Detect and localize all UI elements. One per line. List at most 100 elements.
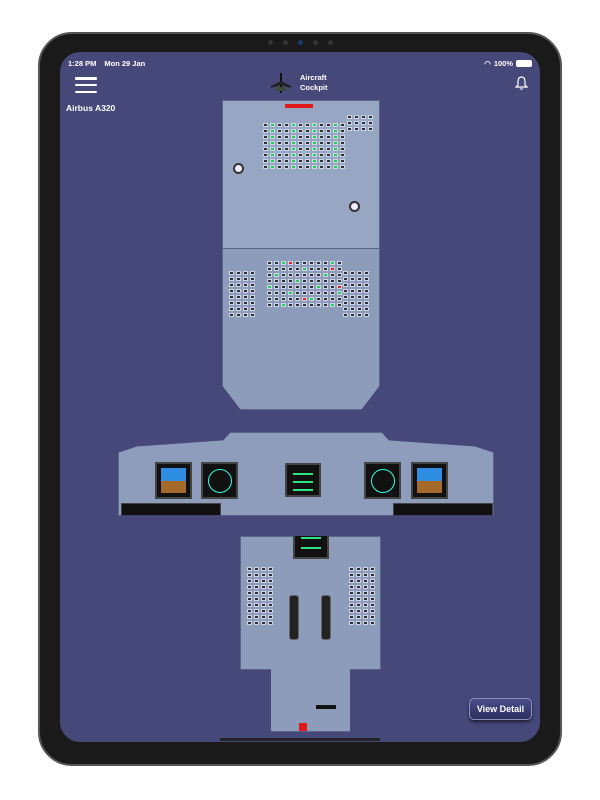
thrust-lever-2[interactable]	[321, 595, 331, 640]
hamburger-menu-button[interactable]	[75, 77, 97, 93]
panel-switch	[312, 153, 317, 157]
panel-switch	[363, 591, 368, 595]
panel-switch	[229, 289, 234, 293]
panel-switch	[370, 585, 375, 589]
panel-switch	[305, 141, 310, 145]
panel-switch	[295, 297, 300, 301]
panel-switch	[361, 121, 366, 125]
panel-switch	[333, 123, 338, 127]
captain-nd	[201, 462, 238, 499]
panel-switch	[323, 291, 328, 295]
panel-switch	[250, 271, 255, 275]
panel-switch	[368, 115, 373, 119]
panel-switch	[363, 573, 368, 577]
panel-switch	[298, 159, 303, 163]
panel-switch	[370, 567, 375, 571]
panel-switch	[356, 597, 361, 601]
panel-switch	[288, 273, 293, 277]
panel-switch	[284, 147, 289, 151]
panel-switch	[247, 615, 252, 619]
panel-switch	[364, 271, 369, 275]
panel-switch	[364, 295, 369, 299]
panel-switch	[263, 129, 268, 133]
panel-switch	[243, 307, 248, 311]
mcdu-right	[349, 567, 375, 625]
panel-switch	[349, 567, 354, 571]
panel-switch	[363, 597, 368, 601]
panel-switch	[263, 147, 268, 151]
panel-switch	[312, 135, 317, 139]
panel-switch	[347, 121, 352, 125]
panel-switch	[229, 277, 234, 281]
panel-switch	[319, 135, 324, 139]
panel-switch	[323, 303, 328, 307]
panel-switch	[319, 147, 324, 151]
panel-switch	[354, 127, 359, 131]
panel-switch	[270, 135, 275, 139]
parking-brake[interactable]	[316, 705, 336, 709]
panel-switch	[243, 313, 248, 317]
panel-switch	[361, 127, 366, 131]
panel-switch	[340, 165, 345, 169]
panel-switch	[347, 127, 352, 131]
panel-switch	[284, 123, 289, 127]
panel-switch	[326, 135, 331, 139]
status-time: 1:28 PM	[68, 58, 97, 68]
panel-switch	[312, 141, 317, 145]
view-detail-button[interactable]: View Detail	[469, 698, 532, 720]
panel-switch	[309, 285, 314, 289]
panel-switch	[316, 267, 321, 271]
panel-switch	[243, 295, 248, 299]
panel-switch	[356, 573, 361, 577]
mcdu-left	[247, 567, 273, 625]
panel-switch	[364, 313, 369, 317]
panel-switch	[316, 285, 321, 289]
thrust-lever-1[interactable]	[289, 595, 299, 640]
panel-switch	[302, 303, 307, 307]
panel-switch	[229, 295, 234, 299]
panel-switch	[354, 121, 359, 125]
panel-switch	[333, 159, 338, 163]
panel-switch	[274, 261, 279, 265]
panel-switch	[357, 313, 362, 317]
panel-switch	[350, 295, 355, 299]
panel-switch	[267, 261, 272, 265]
red-switch[interactable]	[299, 723, 307, 731]
aircraft-model-label: Airbus A320	[66, 103, 116, 113]
panel-switch	[302, 291, 307, 295]
panel-switch	[350, 277, 355, 281]
panel-switch	[343, 307, 348, 311]
panel-switch	[250, 295, 255, 299]
panel-switch	[254, 615, 259, 619]
panel-switch	[370, 615, 375, 619]
panel-switch	[349, 609, 354, 613]
panel-switch	[288, 279, 293, 283]
panel-switch	[288, 297, 293, 301]
panel-switch	[323, 261, 328, 265]
panel-switch	[363, 621, 368, 625]
panel-switch	[356, 621, 361, 625]
panel-switch	[356, 567, 361, 571]
panel-switch	[363, 615, 368, 619]
panel-switch	[364, 289, 369, 293]
panel-switch	[305, 147, 310, 151]
main-instrument-panel[interactable]	[118, 432, 494, 516]
notification-bell-icon[interactable]	[514, 76, 529, 93]
knob[interactable]	[349, 201, 360, 212]
panel-switch	[312, 159, 317, 163]
panel-switch	[350, 289, 355, 293]
panel-switch	[319, 165, 324, 169]
panel-switch	[268, 579, 273, 583]
panel-switch	[288, 285, 293, 289]
panel-switch	[309, 303, 314, 307]
panel-switch	[370, 609, 375, 613]
panel-switch	[316, 261, 321, 265]
overhead-panel[interactable]	[222, 100, 380, 410]
panel-switch	[236, 307, 241, 311]
center-pedestal[interactable]	[240, 536, 381, 732]
panel-switch	[268, 585, 273, 589]
panel-switch	[291, 129, 296, 133]
panel-switch	[274, 303, 279, 307]
knob[interactable]	[233, 163, 244, 174]
panel-switch	[337, 273, 342, 277]
